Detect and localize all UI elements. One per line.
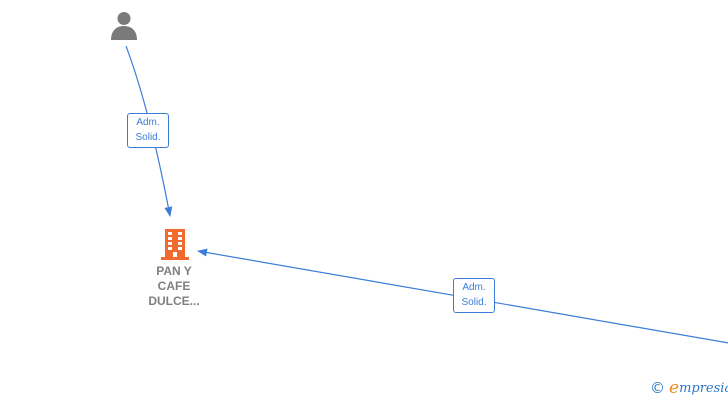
empresia-watermark[interactable]: © e mpresia xyxy=(650,378,728,398)
edge-label-line: Adm. xyxy=(462,282,486,293)
copyright-icon: © xyxy=(650,379,665,397)
brand-name: mpresia xyxy=(679,380,728,396)
edge-label-person-company: Adm. Solid. xyxy=(127,113,169,148)
edge-label-line: Solid. xyxy=(135,132,161,143)
company-label-line: DULCE... xyxy=(148,294,200,308)
edge-label-offscreen-company: Adm. Solid. xyxy=(453,278,495,313)
company-node[interactable] xyxy=(157,226,193,262)
company-label[interactable]: PAN Y CAFE DULCE... xyxy=(134,264,214,309)
person-icon xyxy=(111,12,137,40)
company-label-line: PAN Y xyxy=(156,264,192,278)
brand-initial: e xyxy=(669,378,680,398)
person-node[interactable] xyxy=(108,10,140,42)
edge-label-line: Adm. xyxy=(136,117,160,128)
company-label-line: CAFE xyxy=(157,279,191,293)
building-icon xyxy=(161,229,189,260)
edge-label-line: Solid. xyxy=(461,297,487,308)
